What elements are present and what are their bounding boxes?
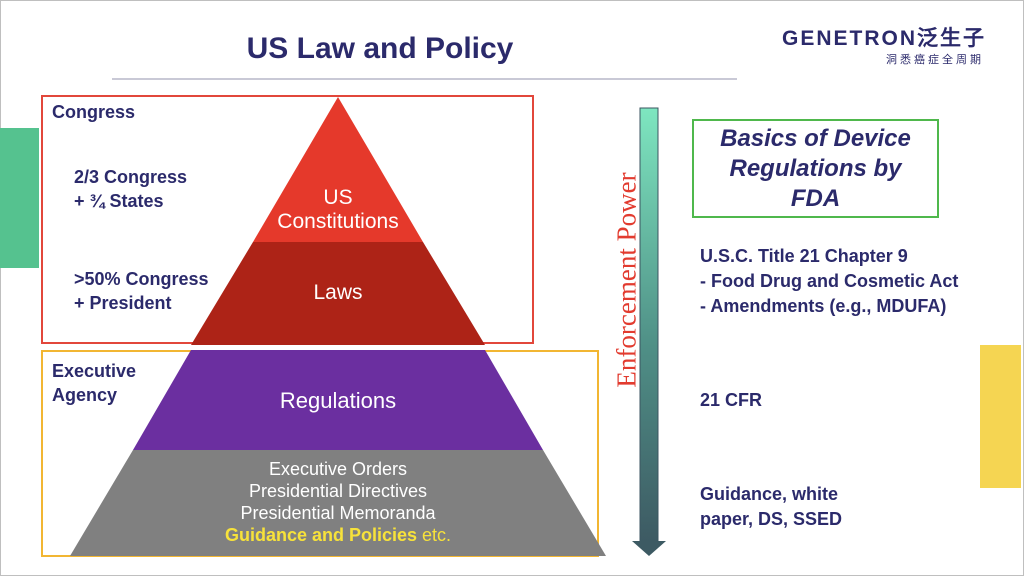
page-title: US Law and Policy	[246, 32, 514, 65]
pyramid-tier-executive	[70, 450, 606, 556]
executive-heading: Executive Agency	[52, 359, 136, 407]
yellow-accent-bar	[980, 345, 1021, 488]
requirement-line: 2/3 Congress	[74, 167, 188, 187]
title-underline	[112, 78, 737, 80]
guidance-reference: Guidance, white paper, DS, SSED	[700, 482, 842, 532]
tier-line: US	[323, 186, 353, 209]
tier-line: Constitutions	[277, 210, 399, 234]
guidance-highlight: Guidance and Policies	[224, 525, 418, 545]
tier-line: Executive Orders	[268, 459, 408, 479]
fda-box-title: Basics of Device Regulations by FDA	[720, 124, 911, 214]
usc-line: U.S.C. Title 21 Chapter 9	[700, 246, 908, 266]
tier-label-regulations: Regulations	[188, 388, 488, 413]
congress-heading: Congress	[52, 102, 136, 122]
tier-label-executive: Executive Orders Presidential Directives…	[163, 458, 513, 546]
tier-label-laws: Laws	[248, 281, 428, 305]
fda-title-line: Basics of Device	[720, 124, 911, 152]
usc-line: - Amendments (e.g., MDUFA)	[700, 296, 947, 316]
tier-line-guidance: Guidance and Policies etc.	[163, 524, 513, 546]
requirement-line: + President	[74, 293, 172, 313]
tier-line: Regulations	[279, 388, 397, 413]
guidance-line: Guidance, white	[700, 484, 839, 504]
company-logo-tagline: 洞悉癌症全周期	[886, 54, 984, 66]
green-accent-bar	[0, 128, 39, 268]
requirement-line: + ¾ States	[74, 191, 164, 211]
law-requirement: >50% Congress + President	[74, 267, 209, 315]
tier-line: Presidential Memoranda	[240, 503, 436, 523]
tier-label-constitutions: US Constitutions	[248, 186, 428, 234]
guidance-suffix: etc.	[417, 525, 452, 545]
pyramid-tier-regulations	[133, 350, 543, 450]
requirement-line: >50% Congress	[74, 269, 209, 289]
usc-line: - Food Drug and Cosmetic Act	[700, 271, 959, 291]
pyramid-tier-constitutions	[253, 97, 423, 242]
fda-basics-box: Basics of Device Regulations by FDA	[692, 119, 939, 218]
guidance-line: paper, DS, SSED	[700, 509, 843, 529]
enforcement-power-label: Enforcement Power	[611, 172, 642, 388]
fda-title-line: Regulations by	[729, 154, 902, 182]
pyramid-tier-laws	[191, 242, 485, 345]
fda-title-line: FDA	[790, 184, 841, 212]
cfr-reference: 21 CFR	[700, 390, 763, 410]
heading-line: Executive	[52, 361, 137, 381]
constitution-requirement: 2/3 Congress + ¾ States	[74, 165, 187, 213]
usc-reference: U.S.C. Title 21 Chapter 9 - Food Drug an…	[700, 244, 958, 319]
tier-line: Presidential Directives	[248, 481, 428, 501]
company-logo: GENETRON泛生子	[781, 27, 986, 50]
tier-line: Laws	[313, 281, 363, 304]
heading-line: Agency	[52, 385, 118, 405]
